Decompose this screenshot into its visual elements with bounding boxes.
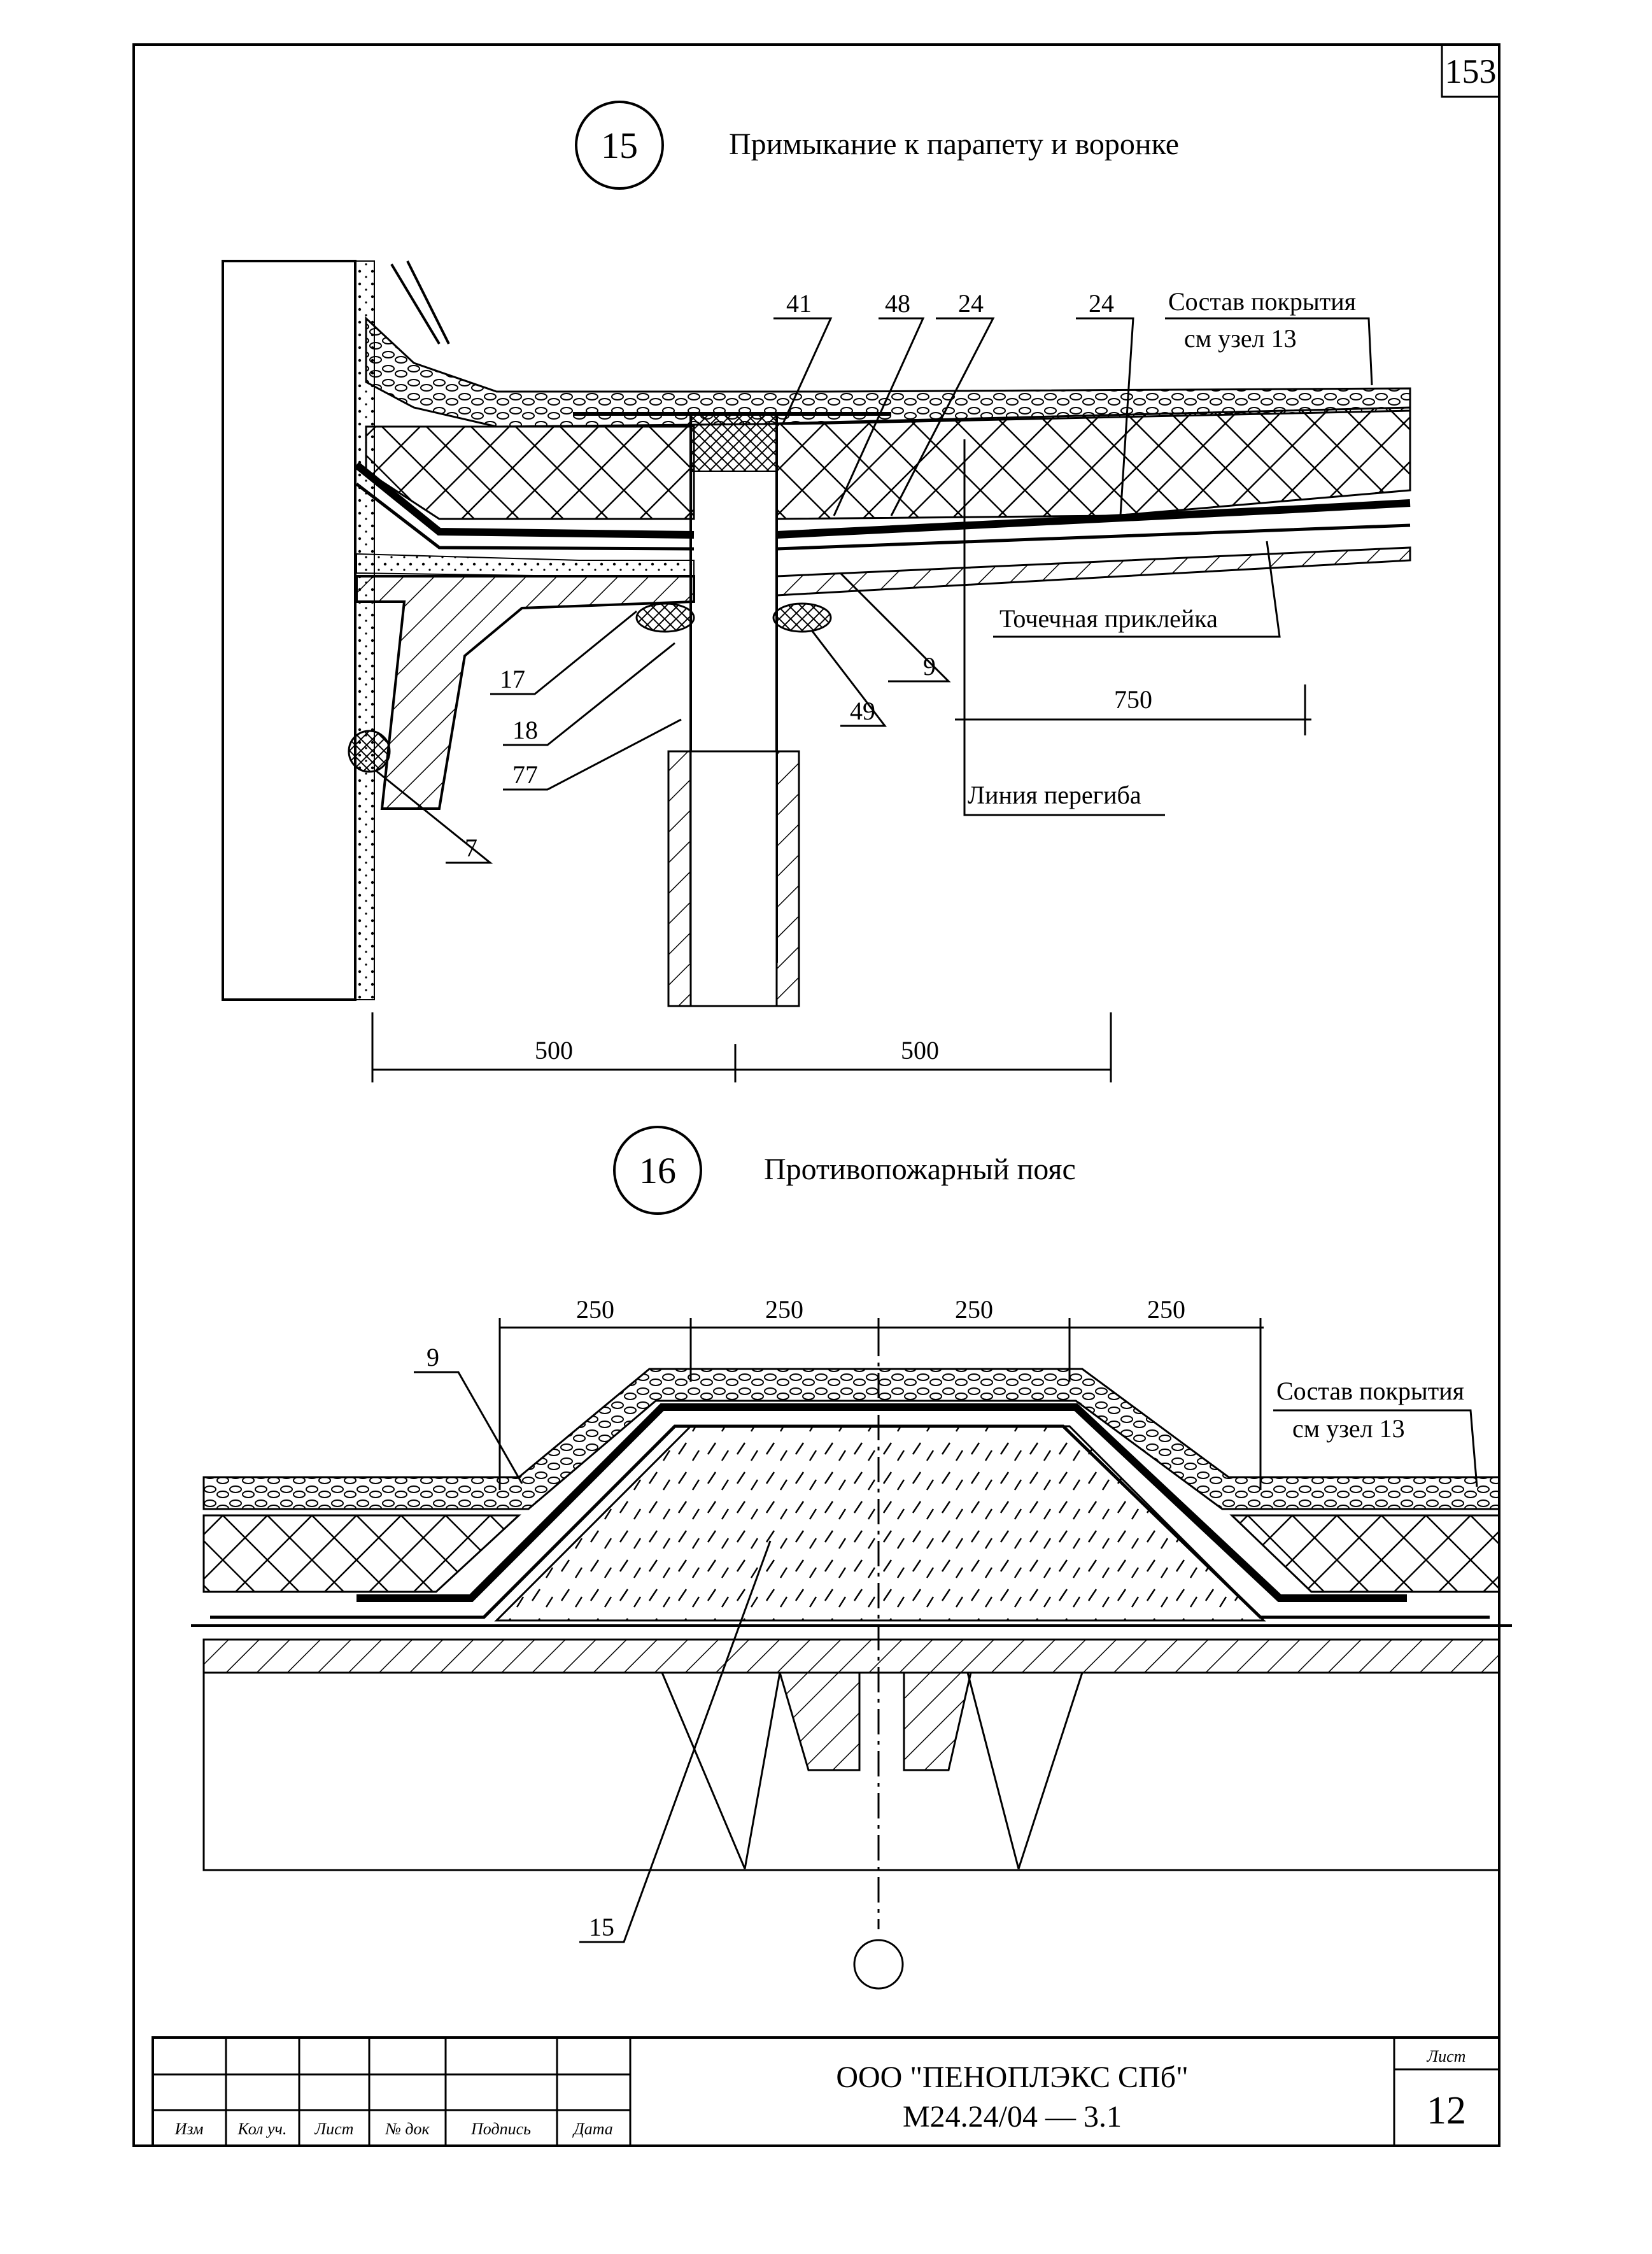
clamp-right [772, 602, 832, 633]
leader-41 [773, 317, 833, 424]
funnel-grate [690, 413, 777, 472]
leader-77 [503, 718, 682, 791]
leader-24b [1076, 317, 1134, 516]
callout-7: 7 [465, 833, 477, 862]
company-name: ООО "ПЕНОПЛЭКС СПб" [836, 2060, 1188, 2094]
fold-line-label: Линия перегиба [968, 781, 1141, 809]
callout-9: 9 [923, 652, 936, 681]
insulation-layer [365, 425, 695, 520]
leader-49 [810, 630, 887, 727]
leader-18 [503, 642, 675, 746]
callout-77: 77 [512, 760, 538, 789]
roof-composition-ref-16: см узел 13 [1292, 1414, 1405, 1443]
detail-15-number: 15 [601, 125, 638, 166]
dim-250-2: 250 [765, 1295, 803, 1324]
insulation-left [202, 1514, 521, 1593]
axis-marker [853, 1939, 904, 1990]
leader-24a [890, 317, 995, 516]
callout-48: 48 [885, 289, 910, 318]
stamp-col-doc: № док [385, 2120, 430, 2138]
drawing-frame [132, 43, 1500, 2147]
membrane-layer-lower [355, 483, 1411, 551]
leader-spot-gluing [993, 541, 1281, 638]
callout-49: 49 [850, 697, 875, 725]
fold-line-leader [963, 439, 1165, 816]
parapet-wall [222, 260, 357, 1001]
sealant-cord [348, 730, 391, 773]
callout-24b: 24 [1089, 289, 1114, 318]
membrane-layer [354, 462, 1411, 539]
page-number: 153 [1445, 52, 1497, 90]
dim-500-left: 500 [535, 1036, 573, 1065]
dim-250-4: 250 [1147, 1295, 1185, 1324]
stamp-col-sign: Подпись [470, 2120, 531, 2138]
parapet-flashing [390, 260, 450, 345]
insulation-right [1229, 1514, 1500, 1593]
detail-15-drawing [222, 260, 1411, 1082]
leader-composition [1165, 317, 1373, 386]
detail-16-marker [613, 1126, 702, 1215]
sheet-number: 12 [1427, 2089, 1466, 2132]
slab-joint-left [661, 1672, 781, 1869]
document-code: М24.24/04 — 3.1 [903, 2100, 1122, 2134]
slab-16 [202, 1638, 1500, 1674]
page-number-box [1441, 43, 1500, 98]
dim-750: 750 [1114, 685, 1152, 714]
detail-15-marker [575, 101, 664, 190]
title-block-frame [152, 2036, 1500, 2147]
dim-250-3: 250 [955, 1295, 993, 1324]
membrane-16 [357, 1403, 1407, 1602]
detail-16-number: 16 [639, 1150, 676, 1191]
stamp-grid [153, 2038, 1499, 2146]
detail-16-title: Противопожарный пояс [764, 1152, 1076, 1186]
callout-9-16: 9 [427, 1343, 439, 1372]
roof-slab-right [775, 546, 1411, 597]
stamp-col-izm: Изм [174, 2120, 204, 2138]
roof-slab [355, 575, 695, 810]
dim-500-right: 500 [901, 1036, 939, 1065]
dim-500-line [371, 1012, 1112, 1082]
leader-7 [375, 769, 493, 864]
leader-17 [490, 610, 637, 695]
roof-composition-label-16: Состав покрытия [1276, 1377, 1464, 1405]
funnel-inner-pipe [689, 750, 778, 1007]
leader-15-16 [579, 1540, 772, 1943]
leader-9-16 [414, 1371, 523, 1484]
spot-gluing-label: Точечная приклейка [999, 604, 1218, 633]
dim-250-1: 250 [576, 1295, 614, 1324]
leader-48 [833, 317, 925, 516]
callout-41: 41 [786, 289, 812, 318]
roof-composition-label-15: Состав покрытия [1168, 287, 1356, 316]
clamp-left [635, 602, 695, 633]
stamp-col-date: Дата [572, 2120, 613, 2138]
slab-key [778, 1671, 972, 1771]
dim-750-line [955, 684, 1311, 739]
callout-18: 18 [512, 716, 538, 744]
detail-16-drawing [191, 1318, 1512, 1990]
leader-composition-16 [1273, 1409, 1478, 1487]
leader-9 [839, 572, 951, 683]
sheet-label: Лист [1427, 2047, 1466, 2066]
stamp-col-kol: Кол уч. [237, 2120, 287, 2138]
callout-17: 17 [500, 665, 525, 693]
title-block [152, 2036, 1500, 2147]
callout-15-16: 15 [589, 1913, 614, 1941]
screed-layer [356, 553, 695, 577]
insulation-layer-right [775, 406, 1411, 520]
gravel-layer-16 [202, 1368, 1500, 1510]
detail-15-title: Примыкание к парапету и воронке [729, 127, 1179, 161]
roof-composition-ref-15: см узел 13 [1184, 324, 1297, 353]
callout-24a: 24 [958, 289, 984, 318]
stamp-col-list: Лист [314, 2120, 354, 2138]
slab-joint-right [966, 1672, 1084, 1869]
membrane-16-lower [210, 1424, 1490, 1619]
